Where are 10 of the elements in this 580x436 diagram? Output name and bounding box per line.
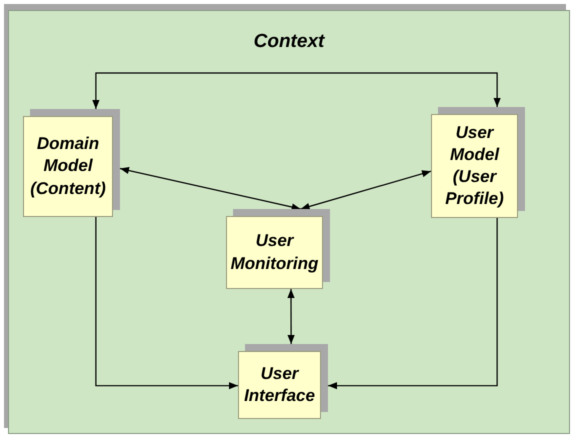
arrow — [92, 72, 501, 109]
arrow — [120, 166, 301, 211]
arrow — [328, 218, 498, 390]
box-label: Domain Model (Content) — [29, 133, 107, 200]
arrow — [287, 289, 295, 344]
box-label: User Model (User Profile) — [444, 122, 505, 210]
arrow — [95, 217, 238, 390]
box-label: User Interface — [243, 362, 316, 407]
box-label: User Monitoring — [230, 230, 320, 274]
panel-title: Context — [252, 31, 326, 53]
